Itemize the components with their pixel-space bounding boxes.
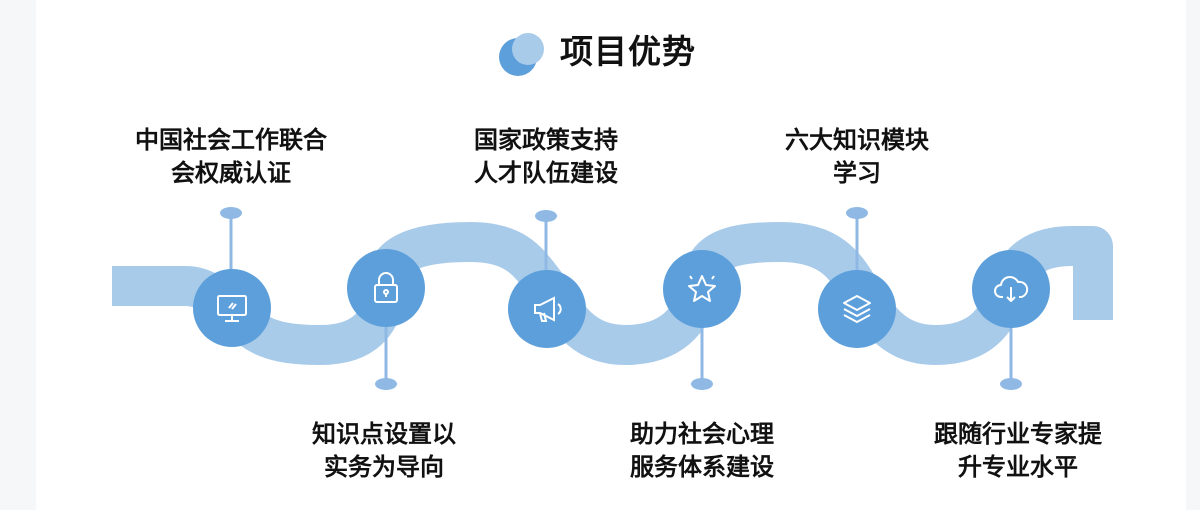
page-title: 项目优势: [560, 32, 696, 71]
item-label-5: 六大知识模块 学习: [737, 124, 977, 190]
item-label-4: 助力社会心理 服务体系建设: [582, 418, 822, 484]
item-label-5-line1: 六大知识模块: [785, 126, 929, 154]
item-label-2-line1: 知识点设置以: [312, 420, 456, 448]
item-label-4-line1: 助力社会心理: [630, 420, 774, 448]
item-label-2-line2: 实务为导向: [324, 453, 444, 481]
title-logo-icon: [499, 33, 544, 76]
cloud-download-icon: [994, 276, 1029, 302]
node-circle-6: [972, 250, 1050, 328]
item-label-6: 跟随行业专家提 升专业水平: [898, 418, 1138, 484]
item-label-1-line2: 会权威认证: [171, 159, 291, 187]
node-circle-1: [193, 269, 271, 347]
item-label-1-line1: 中国社会工作联合: [135, 126, 327, 154]
node-circle-5: [818, 270, 896, 348]
node-circle-2: [347, 249, 425, 327]
megaphone-icon: [534, 296, 562, 322]
node-circle-4: [663, 250, 741, 328]
item-label-3: 国家政策支持 人才队伍建设: [426, 124, 666, 190]
item-label-2: 知识点设置以 实务为导向: [264, 418, 504, 484]
star-icon: [688, 275, 716, 302]
node-circle-3: [508, 270, 586, 348]
page-header: 项目优势: [0, 22, 1200, 82]
item-label-3-line2: 人才队伍建设: [474, 159, 618, 187]
layers-icon: [843, 295, 871, 323]
item-label-5-line2: 学习: [833, 159, 881, 187]
lock-icon: [374, 272, 398, 303]
item-label-1: 中国社会工作联合 会权威认证: [111, 124, 351, 190]
item-label-6-line1: 跟随行业专家提: [934, 420, 1102, 448]
item-label-6-line2: 升专业水平: [958, 453, 1078, 481]
item-label-4-line2: 服务体系建设: [630, 453, 774, 481]
monitor-icon: [217, 295, 247, 322]
item-label-3-line1: 国家政策支持: [474, 126, 618, 154]
